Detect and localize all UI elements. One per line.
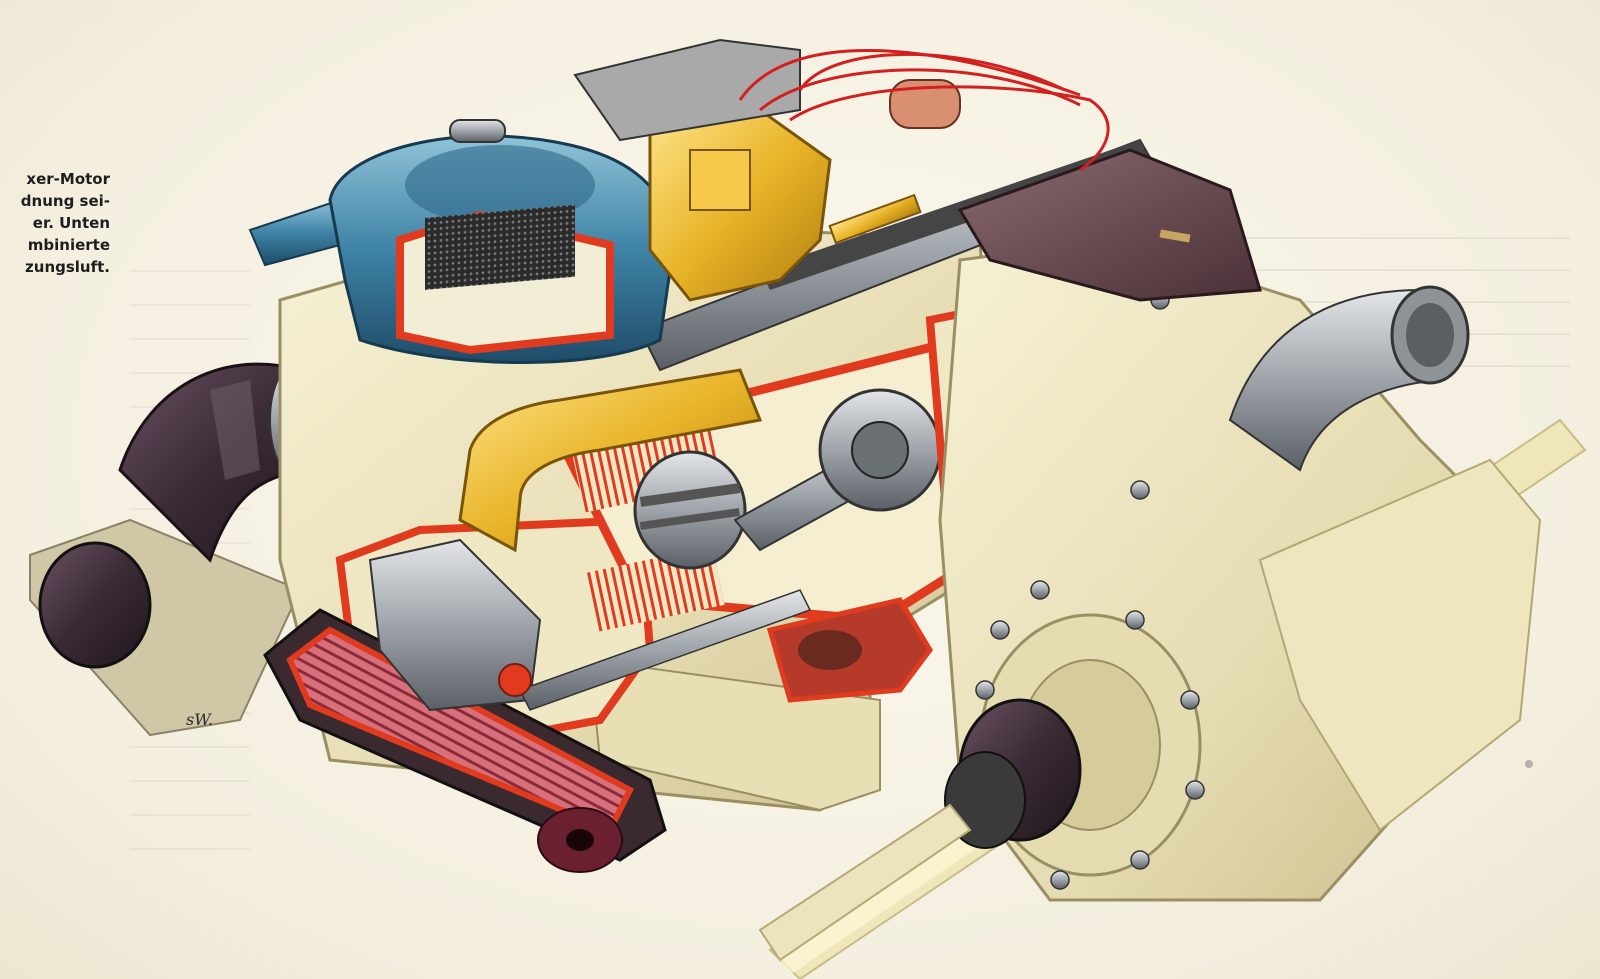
heat-exchanger bbox=[957, 148, 1262, 302]
valve-gear bbox=[368, 538, 812, 712]
artist-signature: sW. bbox=[186, 710, 213, 729]
ignition-coil bbox=[449, 38, 961, 143]
heater-duct bbox=[458, 368, 763, 553]
spark-plug-wires bbox=[738, 49, 1110, 172]
figure-caption: xer-Motor dnung sei- er. Unten mbinierte… bbox=[0, 168, 110, 278]
carburetor bbox=[648, 108, 922, 302]
oil-sump-cutaway bbox=[766, 597, 934, 703]
caption-line: xer-Motor bbox=[26, 170, 110, 188]
paper-speck bbox=[1525, 760, 1533, 768]
cv-boot bbox=[758, 698, 1082, 962]
caption-line: zungsluft. bbox=[25, 258, 110, 276]
muffler bbox=[263, 608, 667, 873]
gearbox-housing bbox=[938, 238, 1542, 902]
caption-line: dnung sei- bbox=[20, 192, 110, 210]
caption-line: er. Unten bbox=[32, 214, 110, 232]
intake-horn bbox=[1228, 285, 1470, 472]
air-filter bbox=[248, 134, 674, 364]
caption-line: mbinierte bbox=[27, 236, 110, 254]
